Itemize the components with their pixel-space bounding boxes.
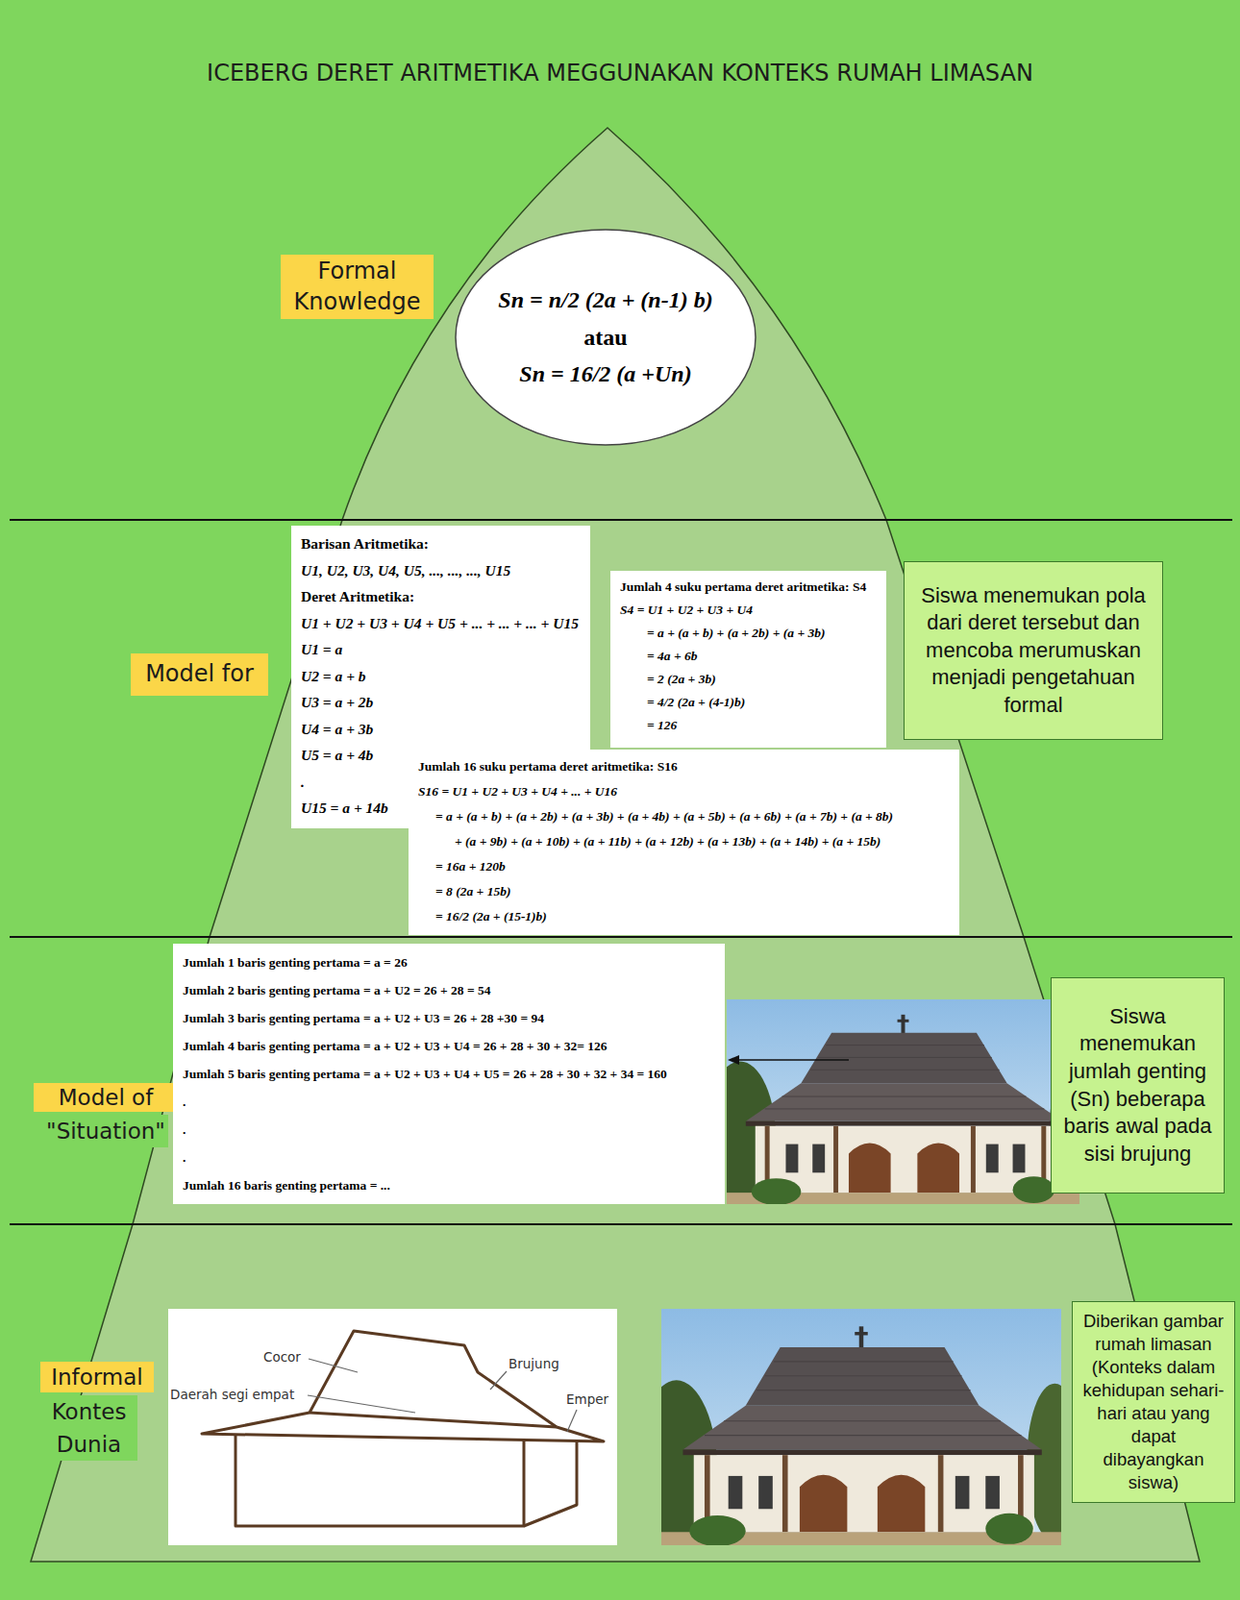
box-text: U1 + U2 + U3 + U4 + U5 + ... + ... + ...… (300, 610, 579, 638)
box-text: . (182, 1088, 186, 1116)
house-photo (703, 999, 1099, 1224)
box-text: Kontes Dunia (40, 1395, 138, 1462)
box-text: = 2 (2a + 3b) (646, 668, 717, 692)
note-box: Siswa menemukan pola dari deret tersebut… (903, 561, 1164, 741)
house-photo (635, 1309, 1083, 1568)
ellipse-shape (455, 229, 756, 446)
box-text: Diberikan gambar rumah limasan (Konteks … (1082, 1310, 1225, 1495)
note-box: Siswa menemukan jumlah genting (Sn) bebe… (1050, 977, 1225, 1194)
sum-box: Jumlah 16 suku pertama deret aritmetika:… (408, 749, 960, 936)
box-text: = a + (a + b) + (a + 2b) + (a + 3b) (646, 621, 825, 645)
box-text: = 4a + 6b (646, 644, 698, 669)
box-text: Jumlah 16 baris genting pertama = ... (182, 1171, 391, 1200)
box-text: = 4/2 (2a + (4-1)b) (646, 691, 745, 715)
level-label: InformalKontes Dunia (40, 1362, 154, 1462)
box-text: Informal (40, 1362, 154, 1393)
box-text: Jumlah 1 baris genting pertama = a = 26 (182, 948, 408, 977)
box-text: = 8 (2a + 15b) (435, 879, 511, 905)
roof-sketch-panel (168, 1309, 618, 1546)
diagram-title: ICEBERG DERET ARITMETIKA MEGGUNAKAN KONT… (0, 59, 1240, 87)
box-text: U15 = a + 14b (300, 794, 389, 822)
note-box: Diberikan gambar rumah limasan (Konteks … (1071, 1301, 1236, 1504)
level-divider (9, 936, 1233, 939)
level-divider (9, 1223, 1233, 1226)
box-text: Jumlah 5 baris genting pertama = a + U2 … (182, 1060, 668, 1089)
box-text: . (300, 768, 305, 796)
box-text: U1 = a (300, 636, 343, 664)
level-label: Model of"Situation" (33, 1083, 178, 1148)
pointer-arrow (737, 1059, 849, 1062)
box-text: Model for (145, 659, 254, 690)
level-divider (9, 519, 1233, 521)
sum-box: Jumlah 4 suku pertama deret aritmetika: … (610, 570, 887, 748)
box-text: = a + (a + b) + (a + 2b) + (a + 3b) + (a… (435, 804, 893, 830)
roof-sketch (201, 1331, 604, 1527)
part-label: Cocor (263, 1349, 301, 1365)
box-text: Sn = 16/2 (a +Un) (519, 355, 692, 393)
level-label: Model for (130, 653, 269, 696)
box-text: . (182, 1143, 186, 1172)
box-text: = 126 (646, 714, 677, 738)
box-text: U5 = a + 4b (300, 742, 373, 769)
box-text: Barisan Aritmetika: (300, 530, 429, 558)
level-label: Formal Knowledge (280, 254, 434, 320)
box-text: . (182, 1116, 186, 1144)
part-label: Emper (566, 1391, 609, 1408)
box-text: U2 = a + b (300, 663, 367, 691)
box-text: = 16a + 120b (435, 854, 506, 880)
box-text: Jumlah 2 baris genting pertama = a + U2 … (182, 976, 491, 1005)
box-text: + (a + 9b) + (a + 10b) + (a + 11b) + (a … (454, 829, 881, 855)
box-text: "Situation" (43, 1115, 169, 1148)
box-text: S4 = U1 + U2 + U3 + U4 (620, 598, 753, 622)
box-text: atau (583, 319, 627, 356)
part-label: Brujung (508, 1356, 560, 1372)
part-label: Daerah segi empat (170, 1387, 295, 1403)
box-text: Jumlah 4 suku pertama deret aritmetika: … (620, 575, 867, 599)
box-text: U1, U2, U3, U4, U5, ..., ..., ..., U15 (300, 557, 511, 585)
box-text: Formal Knowledge (286, 256, 428, 317)
box-text: U3 = a + 2b (300, 689, 373, 717)
box-text: S16 = U1 + U2 + U3 + U4 + ... + U16 (418, 779, 618, 805)
formula-ellipse: Sn = n/2 (2a + (n-1) b)atauSn = 16/2 (a … (454, 228, 757, 447)
box-text: Sn = n/2 (2a + (n-1) b) (497, 281, 713, 319)
box-text: Siswa menemukan pola dari deret tersebut… (914, 582, 1153, 720)
box-text: Siswa menemukan jumlah genting (Sn) bebe… (1061, 1003, 1215, 1169)
tile-count-box: Jumlah 1 baris genting pertama = a = 26J… (173, 943, 725, 1205)
box-text: Jumlah 16 suku pertama deret aritmetika:… (418, 754, 678, 780)
box-text: Jumlah 3 baris genting pertama = a + U2 … (182, 1004, 545, 1033)
box-text: = 16/2 (2a + (15-1)b) (435, 904, 547, 930)
box-text: Model of (33, 1083, 178, 1113)
box-text: U4 = a + 3b (300, 716, 373, 744)
box-text: Deret Aritmetika: (300, 583, 415, 611)
box-text: Jumlah 4 baris genting pertama = a + U2 … (182, 1032, 608, 1061)
pointer-arrowhead (727, 1055, 740, 1066)
